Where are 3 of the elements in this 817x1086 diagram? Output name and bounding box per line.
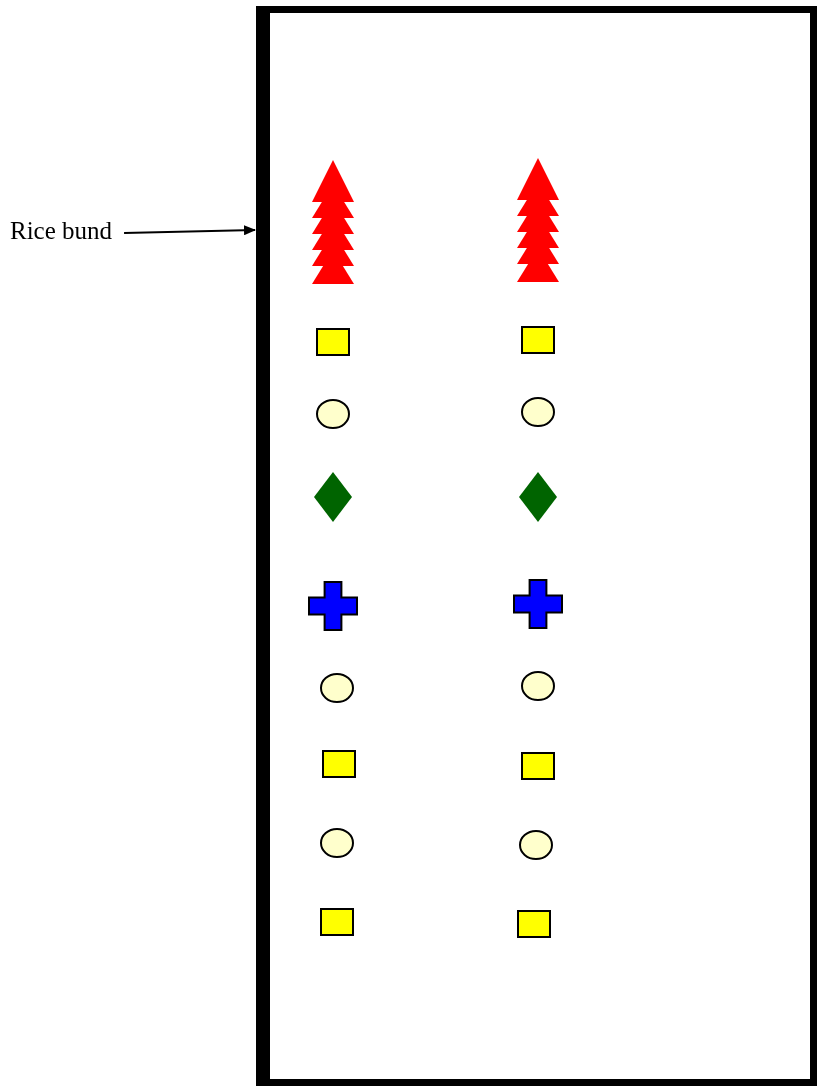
arrow [123, 225, 256, 236]
field-plot-frame [256, 6, 817, 1086]
callout-label: Rice bund [10, 214, 113, 248]
